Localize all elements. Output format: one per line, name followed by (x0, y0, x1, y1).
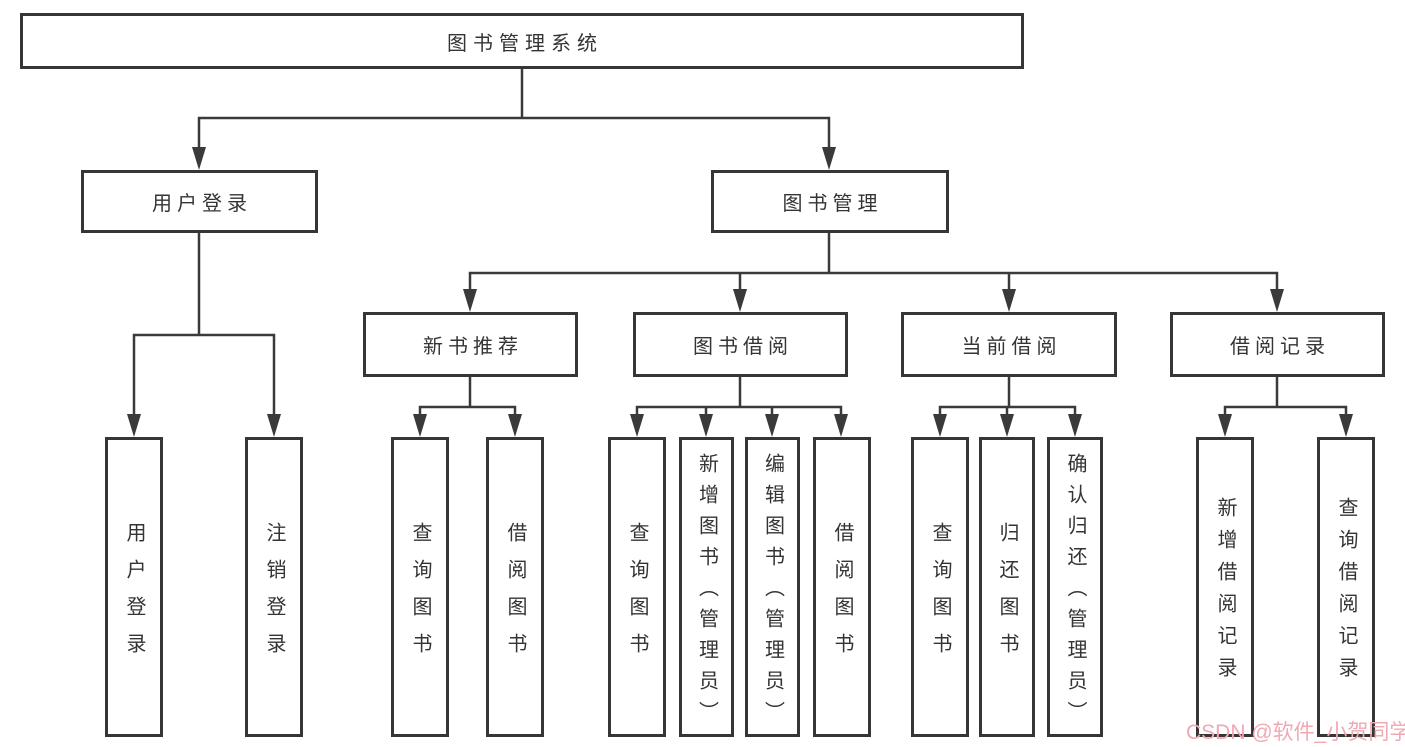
leaf-confirm-return-admin: 确认归还（管理员） (1047, 437, 1103, 737)
leaf-borrow-books-label: 借阅图书 (831, 521, 853, 670)
node-book-borrow: 图书借阅 (633, 312, 848, 377)
leaf-query-borrow-record: 查询借阅记录 (1317, 437, 1375, 737)
leaf-add-book-admin: 新增图书（管理员） (679, 437, 734, 737)
leaf-query-books-borrow-label: 查询图书 (626, 521, 648, 670)
leaf-borrow-books: 借阅图书 (813, 437, 871, 737)
node-book-borrow-label: 图书借阅 (693, 336, 793, 358)
leaf-query-books-current-label: 查询图书 (929, 521, 951, 670)
node-user-login: 用户登录 (81, 170, 318, 233)
node-book-management: 图书管理 (711, 170, 949, 233)
node-library-system: 图书管理系统 (20, 13, 1024, 69)
leaf-user-login: 用户登录 (105, 437, 163, 737)
node-current-borrow: 当前借阅 (901, 312, 1117, 377)
leaf-logout-label: 注销登录 (263, 521, 285, 670)
node-current-borrow-label: 当前借阅 (961, 336, 1062, 358)
leaf-query-books-current: 查询图书 (911, 437, 969, 737)
leaf-confirm-return-admin-label: 确认归还（管理员） (1064, 453, 1086, 732)
leaf-add-borrow-record: 新增借阅记录 (1196, 437, 1254, 737)
node-library-system-label: 图书管理系统 (447, 32, 603, 55)
node-new-book-recommend: 新书推荐 (363, 312, 578, 377)
leaf-borrow-books-recommend-label: 借阅图书 (504, 521, 526, 670)
leaf-query-borrow-record-label: 查询借阅记录 (1335, 497, 1357, 689)
leaf-add-book-admin-label: 新增图书（管理员） (695, 453, 718, 732)
leaf-logout: 注销登录 (245, 437, 303, 737)
leaf-query-books-recommend: 查询图书 (391, 437, 449, 737)
node-new-book-recommend-label: 新书推荐 (423, 336, 523, 358)
leaf-return-books-label: 归还图书 (996, 521, 1018, 670)
leaf-edit-book-admin: 编辑图书（管理员） (745, 437, 800, 737)
node-user-login-label: 用户登录 (152, 193, 252, 215)
node-book-management-label: 图书管理 (782, 193, 883, 215)
csdn-watermark: CSDN @软件_小贺同学 (1186, 721, 1405, 744)
leaf-borrow-books-recommend: 借阅图书 (486, 437, 544, 737)
leaf-edit-book-admin-label: 编辑图书（管理员） (761, 453, 784, 732)
leaf-return-books: 归还图书 (979, 437, 1035, 737)
arrowheads (127, 147, 1353, 437)
node-borrow-records: 借阅记录 (1170, 312, 1385, 377)
leaf-add-borrow-record-label: 新增借阅记录 (1214, 497, 1236, 689)
leaf-query-books-recommend-label: 查询图书 (409, 521, 431, 670)
leaf-query-books-borrow: 查询图书 (608, 437, 666, 737)
node-borrow-records-label: 借阅记录 (1230, 336, 1330, 358)
leaf-user-login-label: 用户登录 (123, 521, 145, 670)
